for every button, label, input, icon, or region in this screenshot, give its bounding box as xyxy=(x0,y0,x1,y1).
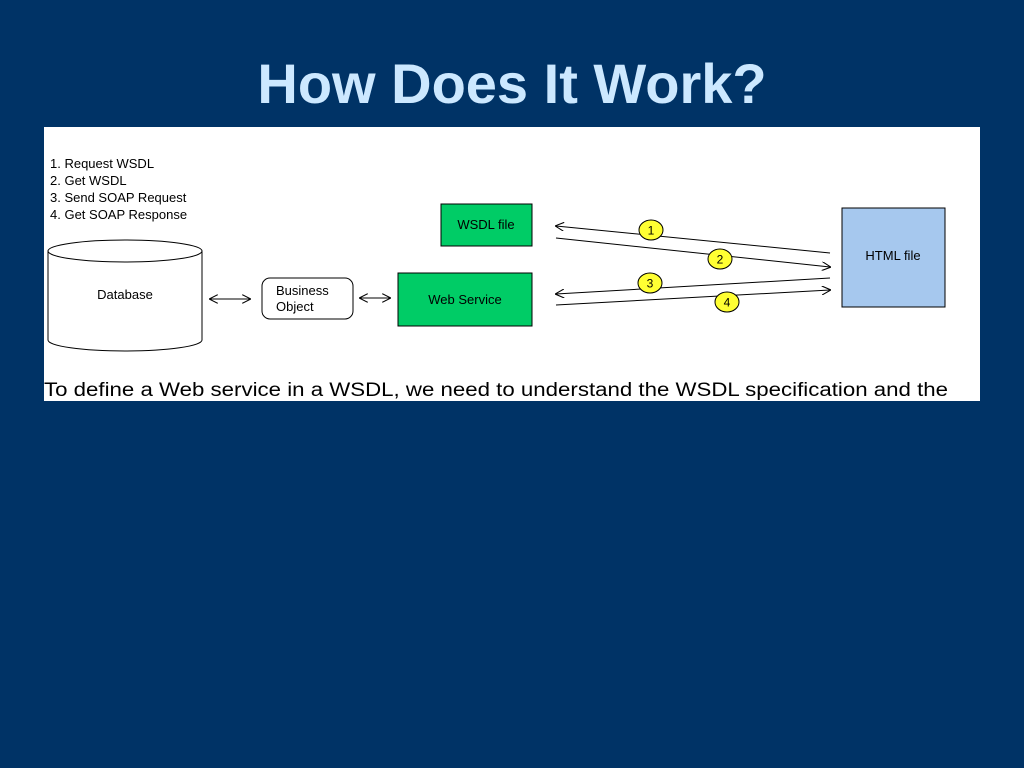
web-service-box: Web Service xyxy=(397,272,533,327)
svg-text:1: 1 xyxy=(648,224,655,238)
arrow-get-soap-response xyxy=(555,290,830,306)
slide-title: How Does It Work? xyxy=(257,52,767,115)
svg-text:4: 4 xyxy=(724,296,731,310)
step-badge: 2 xyxy=(707,248,733,270)
arrow-get-wsdl xyxy=(555,237,830,267)
diagram-caption: To define a Web service in a WSDL, we ne… xyxy=(44,380,948,401)
html-file-label: HTML file xyxy=(865,248,920,263)
step-badge: 4 xyxy=(714,291,740,313)
step-item: 4. Get SOAP Response xyxy=(50,207,187,222)
web-service-label: Web Service xyxy=(428,292,501,307)
svg-text:3: 3 xyxy=(647,277,654,291)
arrow-request-wsdl xyxy=(556,226,831,254)
database-label: Database xyxy=(97,287,153,302)
html-file-box: HTML file xyxy=(841,207,946,308)
business-object-box: Business Object xyxy=(261,277,354,320)
database-cylinder: Database xyxy=(47,239,203,352)
business-object-label-line2: Object xyxy=(276,299,314,314)
diagram-canvas: 1. Request WSDL 2. Get WSDL 3. Send SOAP… xyxy=(44,156,948,401)
diagram-panel: 1. Request WSDL 2. Get WSDL 3. Send SOAP… xyxy=(44,127,980,401)
step-item: 1. Request WSDL xyxy=(50,156,154,171)
wsdl-file-label: WSDL file xyxy=(457,217,514,232)
step-badge: 1 xyxy=(638,219,664,241)
step-item: 3. Send SOAP Request xyxy=(50,190,187,205)
arrow-send-soap-request xyxy=(556,277,831,294)
wsdl-file-box: WSDL file xyxy=(440,203,533,247)
step-badge: 3 xyxy=(637,272,663,294)
svg-text:2: 2 xyxy=(717,253,724,267)
steps-list: 1. Request WSDL 2. Get WSDL 3. Send SOAP… xyxy=(50,156,187,222)
step-item: 2. Get WSDL xyxy=(50,173,127,188)
business-object-label-line1: Business xyxy=(276,283,329,298)
